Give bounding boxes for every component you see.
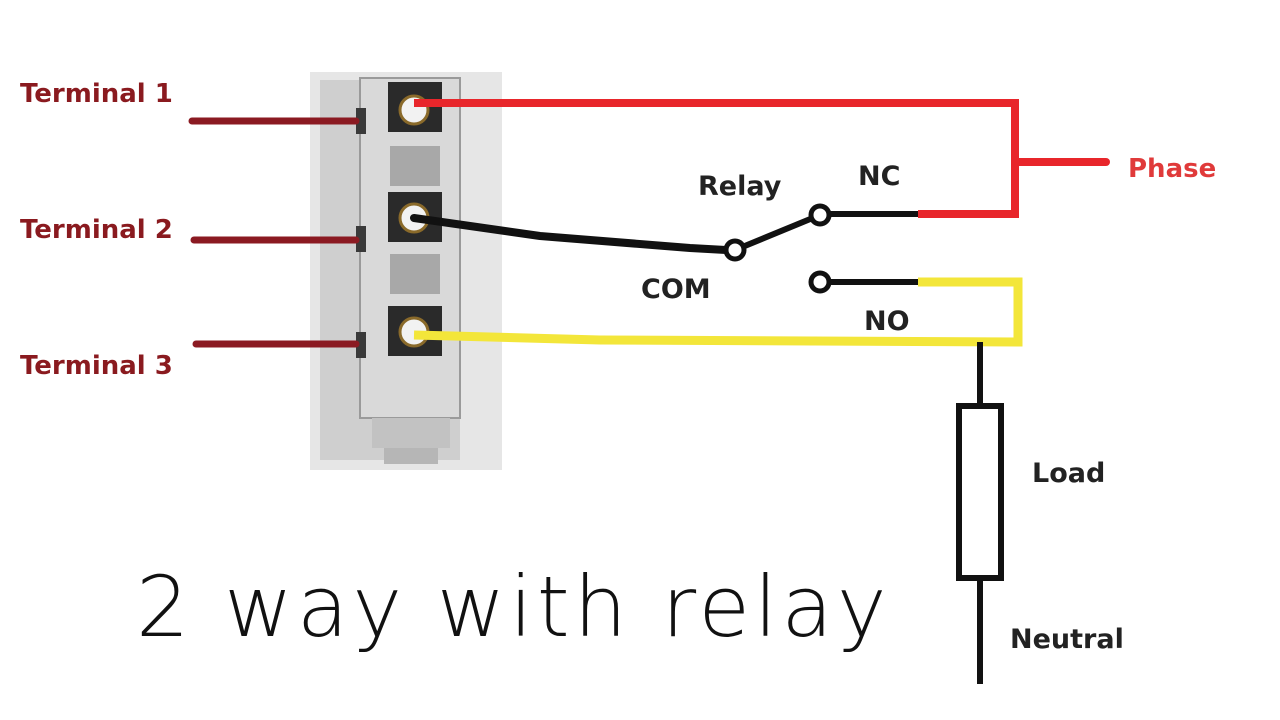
com-wire [410, 214, 730, 254]
no-output-wire [413, 277, 1023, 347]
relay-switch-arm [733, 212, 822, 253]
no-label: NO [864, 306, 910, 337]
terminal-3-label: Terminal 3 [20, 351, 173, 381]
terminal-1-hole [356, 108, 366, 134]
load-label: Load [1032, 458, 1105, 489]
nc-label: NC [858, 161, 900, 192]
terminal-2-label: Terminal 2 [20, 215, 173, 245]
terminal-block [310, 72, 502, 470]
terminal-3-hole [356, 332, 366, 358]
relay-label: Relay [698, 171, 782, 202]
diagram-caption: 2 way with relay [136, 558, 891, 656]
load-resistor [956, 403, 1004, 581]
terminal-2-hole [356, 226, 366, 252]
no-contact [808, 270, 832, 294]
nc-contact [808, 203, 832, 227]
com-contact [723, 238, 747, 262]
phase-label: Phase [1128, 154, 1216, 184]
com-label: COM [641, 274, 711, 305]
terminal-1-label: Terminal 1 [20, 79, 173, 109]
neutral-label: Neutral [1010, 624, 1124, 655]
